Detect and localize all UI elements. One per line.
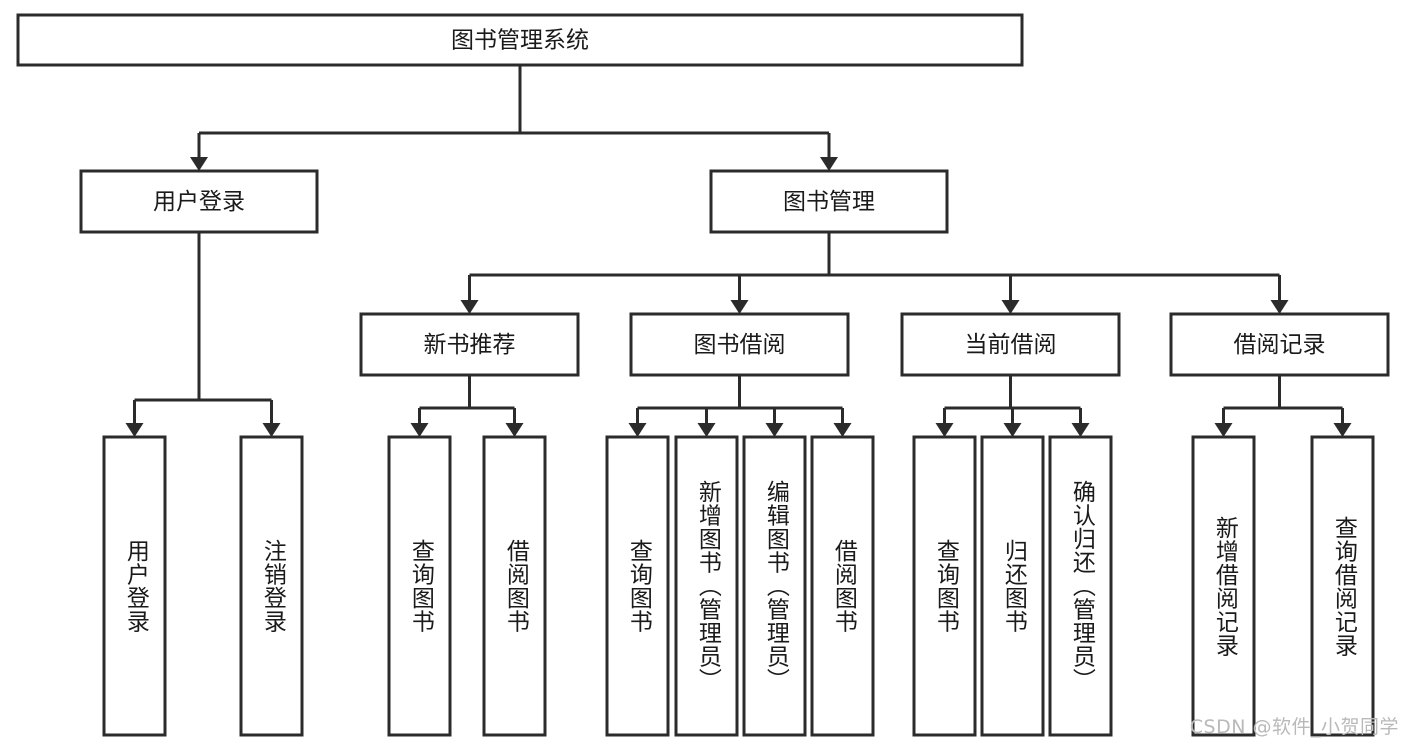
- conn-book-manage-arrow-2: [1001, 300, 1020, 314]
- node-box-leaf-return-book[interactable]: [980, 435, 1045, 737]
- conn-new-book-arrow-1: [505, 423, 524, 437]
- node-box-leaf-add-record[interactable]: [1191, 435, 1256, 737]
- conn-book-manage-arrow-0: [460, 300, 479, 314]
- node-box-leaf-borrow-book-1[interactable]: [482, 435, 547, 737]
- node-box-root[interactable]: [16, 13, 1024, 67]
- conn-book-borrow-arrow-0: [628, 423, 647, 437]
- conn-book-manage-arrow-1: [730, 300, 749, 314]
- conn-book-borrow-arrow-3: [833, 423, 852, 437]
- node-box-borrow-record[interactable]: [1169, 312, 1390, 377]
- node-label-book-borrow: 图书借阅: [694, 332, 786, 358]
- conn-root-arrow-0: [190, 157, 208, 171]
- conn-current-borrow-arrow-2: [1071, 423, 1090, 437]
- conn-book-borrow-arrow-2: [765, 423, 784, 437]
- node-box-book-borrow[interactable]: [629, 312, 850, 377]
- conn-current-borrow-arrow-0: [935, 423, 954, 437]
- node-label-new-book-recommend: 新书推荐: [424, 332, 516, 358]
- node-box-current-borrow[interactable]: [900, 312, 1121, 377]
- node-box-leaf-user-login[interactable]: [102, 435, 167, 737]
- csdn-watermark: CSDN @软件_小贺同学: [1189, 716, 1399, 738]
- node-label-root: 图书管理系统: [451, 28, 589, 54]
- node-label-book-manage: 图书管理: [783, 189, 875, 215]
- node-box-leaf-query-book-3[interactable]: [912, 435, 977, 737]
- node-box-layer: [16, 13, 1390, 737]
- conn-borrow-record-arrow-1: [1333, 423, 1352, 437]
- node-box-leaf-confirm-return[interactable]: [1048, 435, 1113, 737]
- node-box-leaf-borrow-book-2[interactable]: [810, 435, 875, 737]
- connector-layer: [125, 65, 1352, 437]
- conn-user-login-arrow-1: [262, 423, 281, 437]
- node-box-leaf-query-record[interactable]: [1310, 435, 1375, 737]
- node-label-current-borrow: 当前借阅: [965, 332, 1057, 358]
- conn-book-manage-arrow-3: [1270, 300, 1289, 314]
- conn-current-borrow-arrow-1: [1003, 423, 1022, 437]
- node-label-user-login: 用户登录: [153, 189, 245, 215]
- node-box-leaf-add-book[interactable]: [674, 435, 739, 737]
- node-box-new-book-recommend[interactable]: [359, 312, 580, 377]
- node-box-leaf-query-book-1[interactable]: [387, 435, 452, 737]
- conn-book-borrow-arrow-1: [697, 423, 716, 437]
- node-box-leaf-logout[interactable]: [239, 435, 304, 737]
- node-box-leaf-query-book-2[interactable]: [605, 435, 670, 737]
- node-label-borrow-record: 借阅记录: [1234, 332, 1326, 358]
- conn-user-login-arrow-0: [125, 423, 144, 437]
- conn-new-book-arrow-0: [410, 423, 429, 437]
- node-box-leaf-edit-book[interactable]: [742, 435, 807, 737]
- node-box-book-manage[interactable]: [709, 169, 949, 234]
- conn-borrow-record-arrow-0: [1214, 423, 1233, 437]
- node-box-user-login[interactable]: [79, 169, 319, 234]
- conn-root-arrow-1: [820, 157, 838, 171]
